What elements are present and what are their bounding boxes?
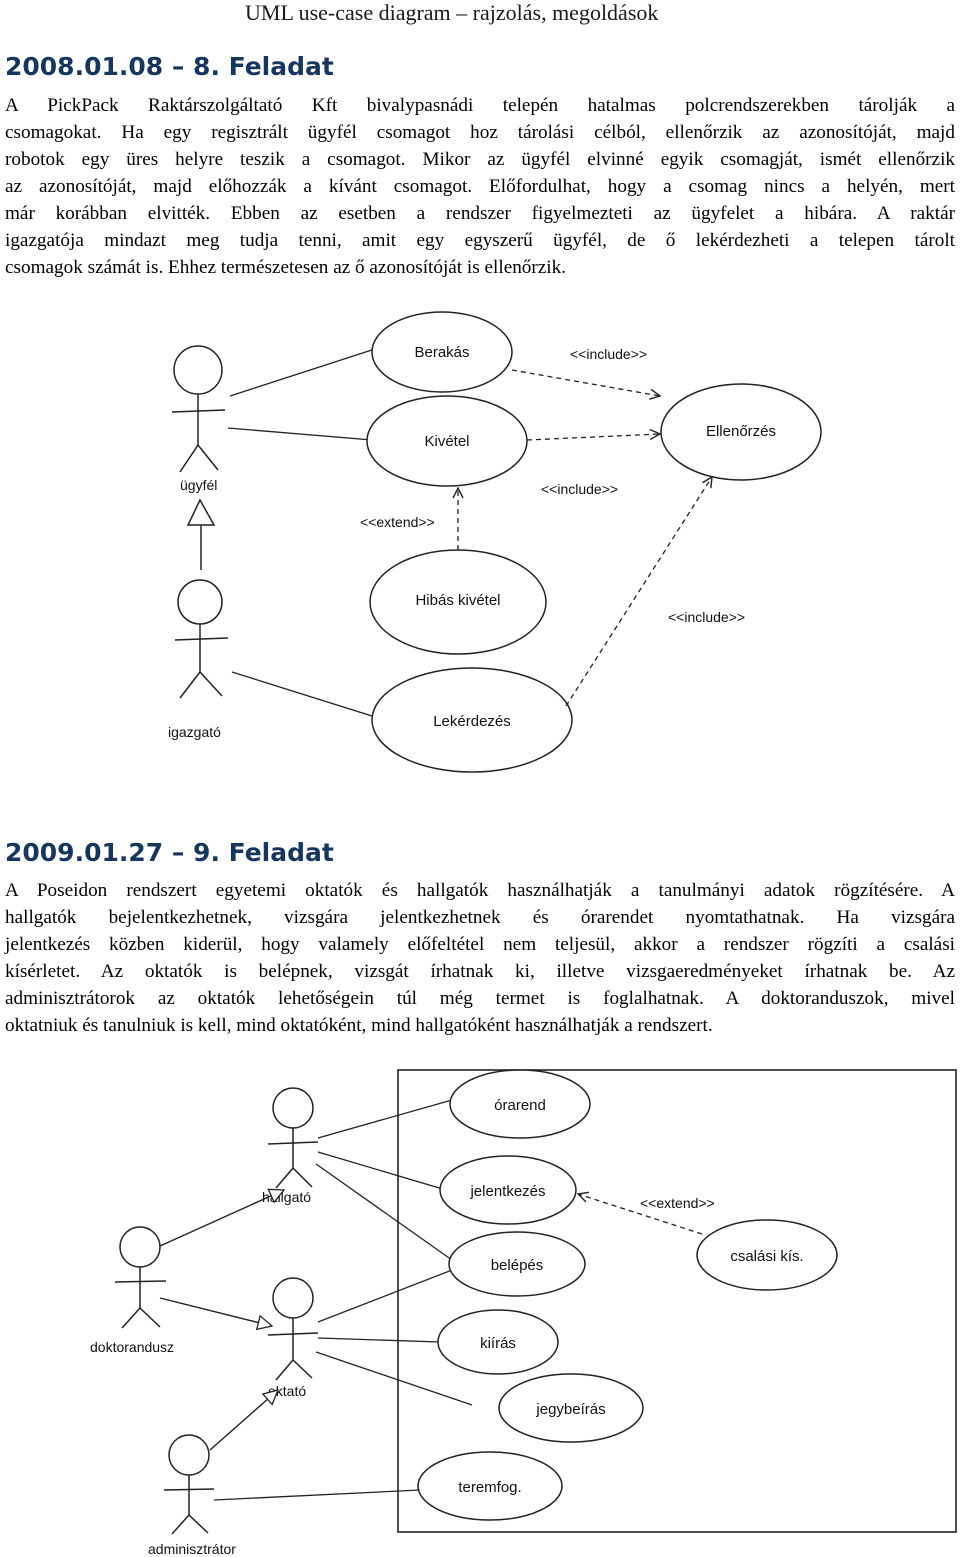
task8-line: az azonosítóját, majd előhozzák a kívánt… xyxy=(5,176,955,197)
actor-igazgato-label: igazgató xyxy=(168,724,221,740)
use-case-orarend xyxy=(449,1069,591,1139)
stereotype-extend: <<extend>> xyxy=(640,1195,715,1211)
use-case-lekerdezes-label: Lekérdezés xyxy=(433,713,511,730)
use-case-hibas-kivetel-label: Hibás kivétel xyxy=(415,592,500,609)
use-case-kiiras-label: kiírás xyxy=(480,1335,516,1352)
task9-line: adminisztrátorok az oktatók lehetőségein… xyxy=(5,988,955,1009)
task9-line: A Poseidon rendszert egyetemi oktatók és… xyxy=(5,880,955,901)
generalization-arrow xyxy=(186,498,216,570)
use-case-belepes xyxy=(448,1231,586,1297)
task8-heading: 2008.01.08 – 8. Feladat xyxy=(5,52,334,81)
use-case-berakas-label: Berakás xyxy=(414,344,469,361)
task9-line: oktatniuk és tanulniuk is kell, mind okt… xyxy=(5,1015,713,1036)
use-case-jelentkezes xyxy=(439,1155,577,1225)
task9-line: kísérletet. Az oktatók is belépnek, vizs… xyxy=(5,961,955,982)
task9-line: hallgatók bejelentkezhetnek, vizsgára je… xyxy=(5,907,955,928)
task9-paragraph: A Poseidon rendszert egyetemi oktatók és… xyxy=(5,877,955,1039)
actor-ugyfel-label: ügyfél xyxy=(180,477,217,493)
use-case-jegybeiras-label: jegybeírás xyxy=(535,1401,605,1418)
use-case-csalasi-kiserlet xyxy=(696,1219,838,1291)
use-case-kiiras xyxy=(437,1309,559,1375)
use-case-jegybeiras xyxy=(498,1373,644,1443)
task9-heading: 2009.01.27 – 9. Feladat xyxy=(5,838,334,867)
stereotype-extend: <<extend>> xyxy=(360,514,435,530)
page-header: UML use-case diagram – rajzolás, megoldá… xyxy=(245,0,659,25)
actor-oktato xyxy=(267,1277,319,1381)
stereotype-include-3: <<include>> xyxy=(668,609,745,625)
extend-dependency xyxy=(578,1194,703,1235)
use-case-kivetel-label: Kivétel xyxy=(424,433,469,450)
use-case-teremfog-label: teremfog. xyxy=(458,1479,521,1496)
task9-line: jelentkezés közben kiderül, hogy valamel… xyxy=(5,934,955,955)
actor-doktorandusz xyxy=(114,1226,167,1329)
task8-line: csomagok számát is. Ehhez természetesen … xyxy=(5,257,567,278)
stereotype-include-1: <<include>> xyxy=(570,346,647,362)
use-case-csalasi-kiserlet-label: csalási kís. xyxy=(730,1248,803,1265)
actor-hallgato xyxy=(267,1087,319,1189)
actor-oktato-label: oktató xyxy=(268,1383,306,1399)
actor-adminisztrator-label: adminisztrátor xyxy=(148,1541,236,1557)
stereotype-include-2: <<include>> xyxy=(541,481,618,497)
use-case-lekerdezes xyxy=(371,667,573,773)
actor-ugyfel xyxy=(171,345,226,473)
task8-line: igazgatója mindazt meg tudja tenni, amit… xyxy=(5,230,955,251)
system-boundary xyxy=(397,1069,957,1533)
dependencies xyxy=(458,369,712,707)
use-case-orarend-label: órarend xyxy=(494,1097,546,1114)
use-case-ellenorzes-label: Ellenőrzés xyxy=(706,423,776,440)
actor-doktorandusz-label: doktorandusz xyxy=(90,1339,174,1355)
task8-line: csomagokat. Ha egy regisztrált ügyfél cs… xyxy=(5,122,955,143)
use-case-diagram-poseidon: hallgató doktorandusz oktató adminisztrá… xyxy=(90,1069,957,1557)
use-case-jelentkezes-label: jelentkezés xyxy=(469,1183,545,1200)
associations xyxy=(213,1099,473,1501)
use-case-berakas xyxy=(371,311,513,393)
associations xyxy=(227,347,379,717)
use-case-teremfog xyxy=(417,1451,563,1521)
task8-line: robotok egy üres helyre teszik a csomago… xyxy=(5,149,955,170)
task8-line: A PickPack Raktárszolgáltató Kft bivalyp… xyxy=(5,95,955,116)
actor-adminisztrator xyxy=(163,1434,215,1535)
task8-paragraph: A PickPack Raktárszolgáltató Kft bivalyp… xyxy=(5,92,955,281)
task8-line: már korábban elvitték. Ebben az esetben … xyxy=(5,203,955,224)
use-case-diagram-pickpack: ügyfél igazgató Berakás Kivétel Ellenőrz… xyxy=(168,311,822,773)
use-case-belepes-label: belépés xyxy=(491,1257,544,1274)
generalizations xyxy=(159,1190,284,1451)
use-case-kivetel xyxy=(366,395,528,487)
actor-igazgato xyxy=(174,579,229,699)
